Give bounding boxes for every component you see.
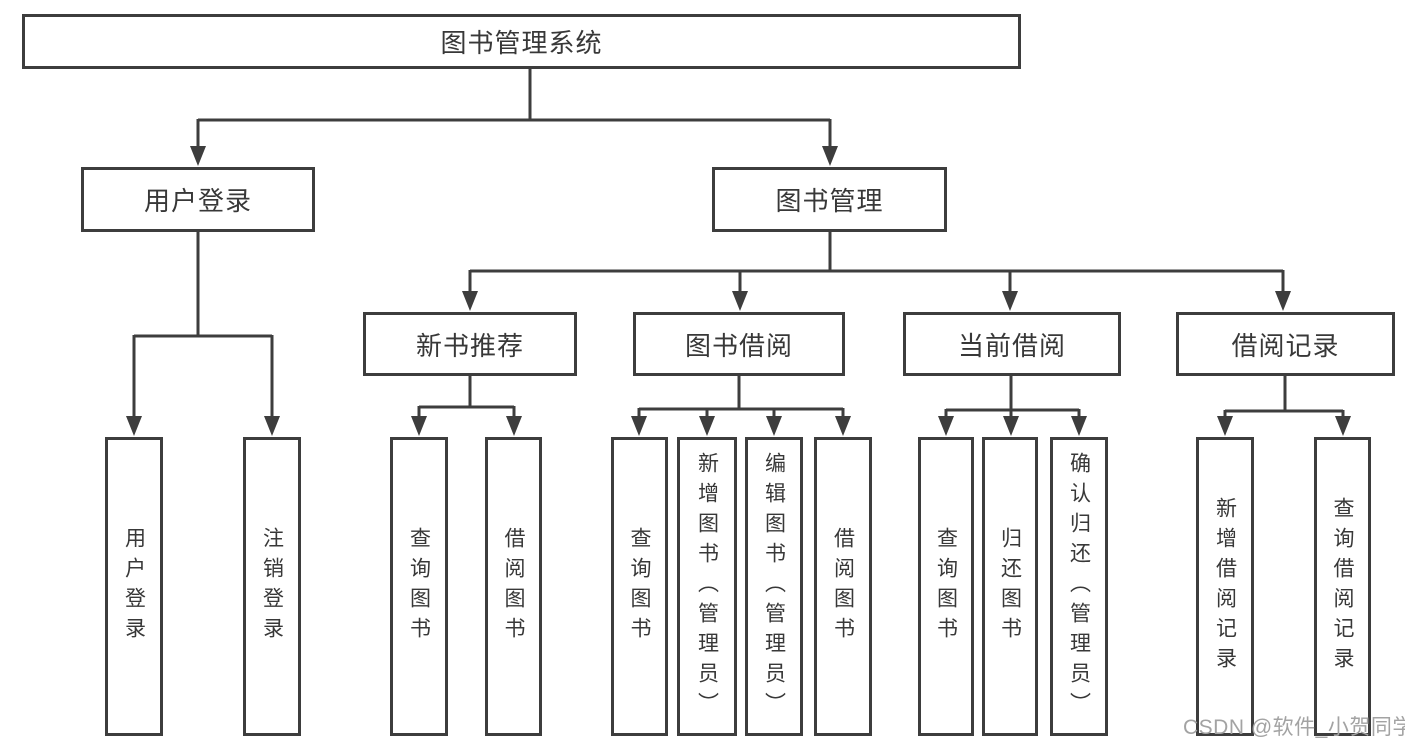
node-user-login: 用户登录 — [81, 167, 315, 232]
leaf-query-borrow-record: 查询借阅记录 — [1314, 437, 1371, 736]
connector-borrowing-records-children — [1217, 376, 1351, 436]
node-label: 归还图书 — [998, 526, 1022, 647]
node-label: 查询图书 — [628, 526, 651, 647]
leaf-user-login: 用户登录 — [105, 437, 163, 736]
leaf-borrow-books-borrowing: 借阅图书 — [814, 437, 872, 736]
leaf-add-borrow-record: 新增借阅记录 — [1196, 437, 1254, 736]
leaf-logout: 注销登录 — [243, 437, 301, 736]
leaf-confirm-return-admin: 确认归还（管理员） — [1050, 437, 1108, 736]
node-library-management-system: 图书管理系统 — [22, 14, 1021, 69]
node-book-borrowing: 图书借阅 — [633, 312, 845, 376]
connector-current-borrowing-children — [938, 376, 1087, 436]
node-label: 借阅图书 — [502, 526, 525, 647]
node-label: 新书推荐 — [415, 330, 524, 361]
leaf-borrow-books-recommendation: 借阅图书 — [485, 437, 542, 736]
node-label: 用户登录 — [143, 186, 252, 216]
node-label: 用户登录 — [122, 526, 146, 647]
connector-book-management-to-level3 — [462, 232, 1291, 311]
connector-new-book-recommendation-children — [411, 376, 522, 436]
connector-user-login-children — [126, 232, 280, 436]
node-label: 查询图书 — [934, 526, 958, 647]
node-book-management: 图书管理 — [712, 167, 947, 232]
node-label: 查询借阅记录 — [1331, 496, 1354, 677]
node-label: 确认归还（管理员） — [1067, 451, 1091, 722]
node-label: 图书借阅 — [684, 330, 793, 361]
node-label: 编辑图书（管理员） — [762, 451, 786, 722]
leaf-query-books-recommendation: 查询图书 — [390, 437, 448, 736]
node-label: 图书管理 — [775, 186, 884, 216]
node-label: 借阅记录 — [1231, 330, 1340, 361]
node-label: 新增借阅记录 — [1213, 496, 1237, 677]
node-label: 注销登录 — [260, 526, 284, 647]
leaf-query-books-current: 查询图书 — [918, 437, 974, 736]
node-label: 图书管理系统 — [440, 28, 603, 58]
node-label: 新增图书（管理员） — [695, 451, 719, 722]
csdn-watermark: CSDN @软件_小贺同学 — [1183, 716, 1405, 739]
node-new-book-recommendation: 新书推荐 — [363, 312, 577, 376]
node-label: 当前借阅 — [957, 330, 1066, 361]
connector-book-borrowing-children — [631, 376, 851, 436]
node-borrowing-records: 借阅记录 — [1176, 312, 1395, 376]
node-label: 查询图书 — [407, 526, 431, 647]
leaf-edit-books-admin: 编辑图书（管理员） — [745, 437, 803, 736]
node-label: 借阅图书 — [831, 526, 855, 647]
connector-root-to-level2 — [190, 68, 838, 166]
node-current-borrowing: 当前借阅 — [903, 312, 1121, 376]
leaf-add-books-admin: 新增图书（管理员） — [677, 437, 737, 736]
leaf-return-books: 归还图书 — [982, 437, 1038, 736]
leaf-query-books-borrowing: 查询图书 — [611, 437, 668, 736]
